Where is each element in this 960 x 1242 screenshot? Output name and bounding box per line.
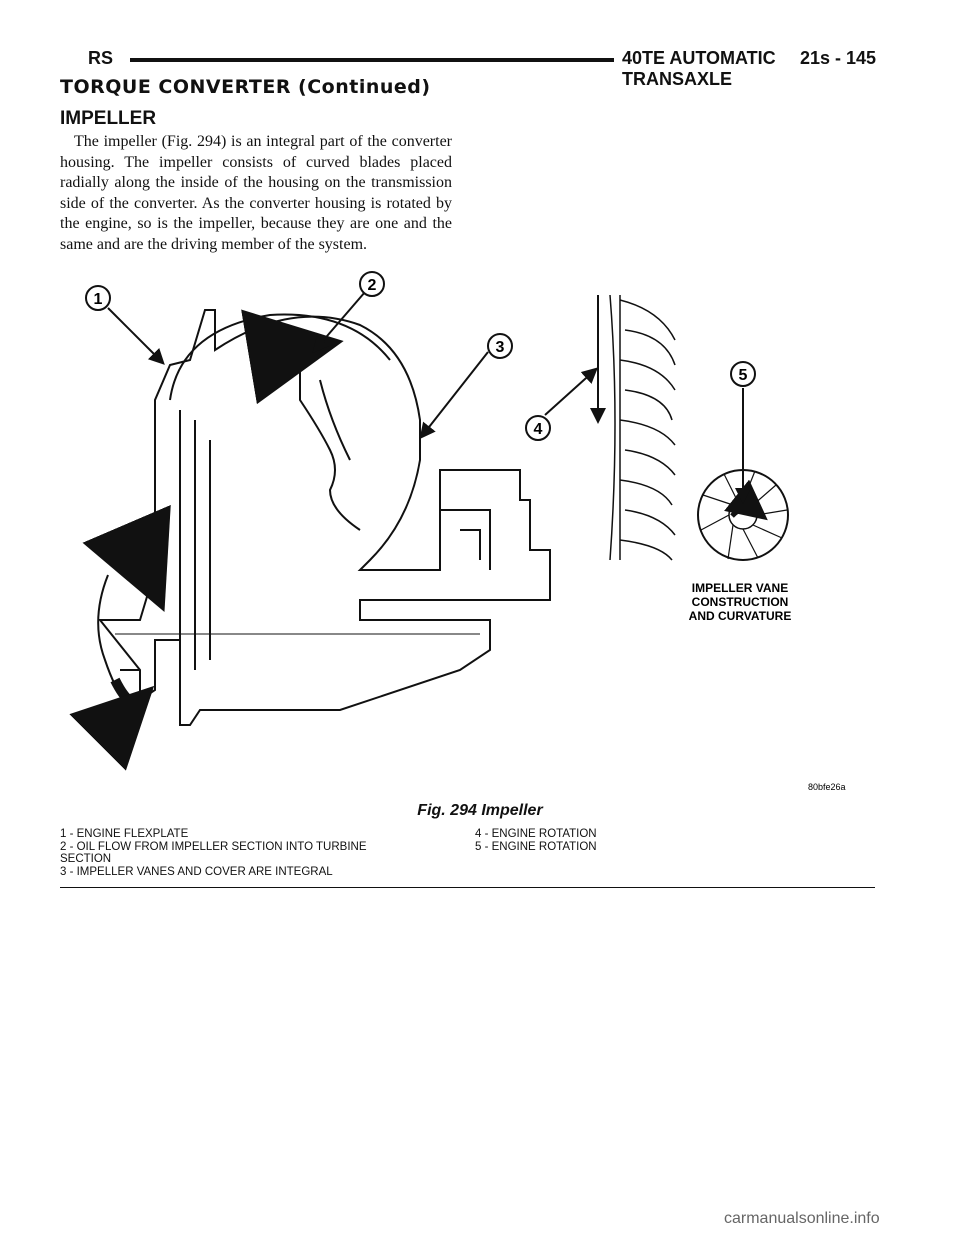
inset-label-line-2: CONSTRUCTION [692,595,789,609]
legend-item: 1 - ENGINE FLEXPLATE [60,828,189,840]
legend-column-left: 1 - ENGINE FLEXPLATE 2 - OIL FLOW FROM I… [60,828,420,879]
callout-leaders [107,291,751,504]
figure-code: 80bfe26a [808,782,846,792]
subheading: IMPELLER [60,108,157,129]
header-title: 40TE AUTOMATIC TRANSAXLE [622,48,776,89]
header-page-number: 21s - 145 [799,48,876,68]
callout-4-circle [525,415,551,441]
engine-rotation-arrow-top [82,504,171,613]
oil-flow-arrow [241,309,344,405]
figure-legend: 1 - ENGINE FLEXPLATE 2 - OIL FLOW FROM I… [60,828,875,890]
legend-rule [60,887,875,888]
callout-2-label: 2 [368,277,377,294]
page-header: RS 40TE AUTOMATIC TRANSAXLE 21s - 145 [88,44,876,89]
converter-cross-section [97,309,551,726]
callout-1-circle [85,285,111,311]
engine-rotation-arrow-bottom [69,677,155,771]
callout-2-circle [359,271,385,297]
callout-circles: 1 2 3 4 5 [85,271,756,441]
header-rule [130,58,614,62]
callout-5-label: 5 [739,367,748,384]
legend-item: 3 - IMPELLER VANES AND COVER ARE INTEGRA… [60,866,333,878]
header-section-code: RS [88,48,114,68]
watermark: carmanualsonline.info [724,1210,880,1227]
impeller-diagram: 1 2 3 4 5 IMPELLER VANE CONSTRUCTION AND… [69,271,846,792]
impeller-vane-stack [609,294,676,561]
inset-label-line-3: AND CURVATURE [689,609,792,623]
figure-caption: Fig. 294 Impeller [417,802,543,819]
body-paragraph: The impeller (Fig. 294) is an integral p… [60,133,452,253]
callout-4-label: 4 [534,421,543,438]
callout-3-circle [487,333,513,359]
callout-5-circle [730,361,756,387]
callout-3-label: 3 [496,339,505,356]
impeller-figure: 1 2 3 4 5 IMPELLER VANE CONSTRUCTION AND… [60,270,890,810]
legend-item: 5 - ENGINE ROTATION [475,841,597,853]
inset-label: IMPELLER VANE CONSTRUCTION AND CURVATURE [689,581,792,623]
engine-rotation-arrow-5 [724,479,768,521]
legend-column-right: 4 - ENGINE ROTATION 5 - ENGINE ROTATION [475,828,835,854]
section-title: TORQUE CONVERTER (Continued) [60,76,431,98]
callout-1-label: 1 [94,291,103,308]
inset-label-line-1: IMPELLER VANE [692,581,788,595]
legend-item: 2 - OIL FLOW FROM IMPELLER SECTION INTO … [60,841,367,865]
legend-item: 4 - ENGINE ROTATION [475,828,597,840]
